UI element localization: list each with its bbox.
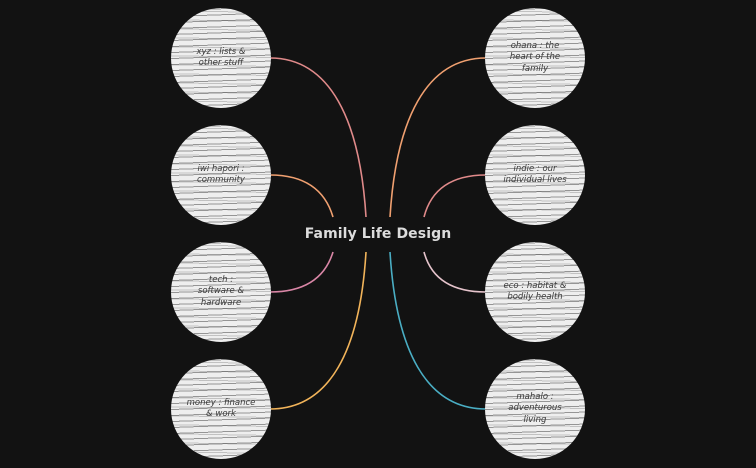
link-xyz [269, 57, 367, 218]
node-tech[interactable]: tech : software & hardware [171, 242, 271, 342]
node-mahalo[interactable]: mahalo : adventurous living [485, 359, 585, 459]
node-label: iwi hapori : community [197, 163, 245, 186]
node-money[interactable]: money : finance & work [171, 359, 271, 459]
node-iwi-hapori[interactable]: iwi hapori : community [171, 125, 271, 225]
node-label: eco : habitat & bodily health [503, 280, 567, 303]
link-iwi-hapori [269, 174, 334, 218]
node-ohana[interactable]: ohana : the heart of the family [485, 8, 585, 108]
link-tech [269, 251, 334, 293]
link-indie [423, 174, 487, 218]
node-label: money : finance & work [186, 397, 256, 420]
link-money [269, 251, 367, 410]
node-xyz[interactable]: xyz : lists & other stuff [171, 8, 271, 108]
node-indie[interactable]: indie : our individual lives [485, 125, 585, 225]
link-ohana [389, 57, 487, 218]
node-label: tech : software & hardware [197, 274, 245, 308]
link-eco [423, 251, 487, 293]
central-topic[interactable]: Family Life Design [304, 226, 452, 242]
node-label: indie : our individual lives [503, 163, 567, 186]
link-mahalo [389, 251, 487, 410]
node-label: xyz : lists & other stuff [196, 46, 246, 69]
node-eco[interactable]: eco : habitat & bodily health [485, 242, 585, 342]
node-label: ohana : the heart of the family [509, 40, 561, 74]
node-label: mahalo : adventurous living [508, 391, 562, 425]
